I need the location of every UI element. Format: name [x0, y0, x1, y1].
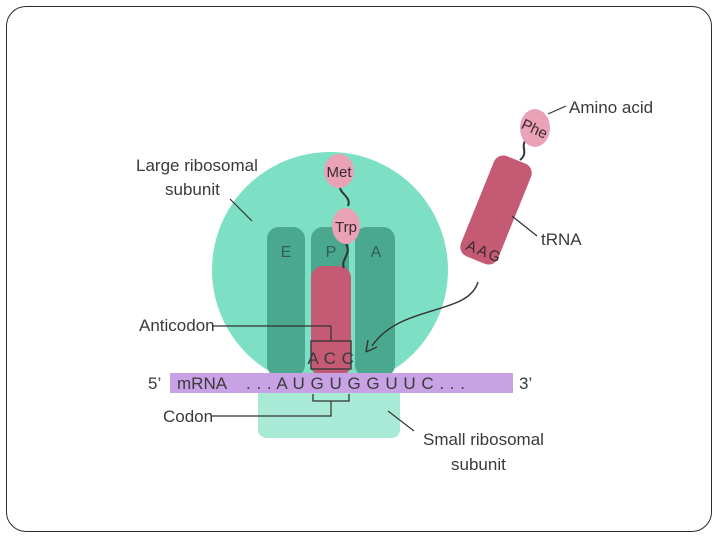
trp-amino-acid [332, 208, 360, 244]
trna-leader-line [511, 215, 538, 237]
small-ribosomal-subunit [258, 380, 400, 438]
mrna-strand [170, 373, 513, 393]
five-prime-label: 5’ [148, 374, 161, 393]
binding-arrow [371, 281, 479, 347]
met-amino-acid [324, 154, 354, 188]
phe-amino-acid [520, 109, 550, 147]
large-subunit-label-line2: subunit [165, 180, 220, 199]
e-site-channel [267, 227, 305, 377]
anticodon-label: Anticodon [139, 316, 215, 335]
large-subunit-leader-line [229, 198, 253, 222]
e-site-label: E [281, 244, 292, 261]
mrna-label: mRNA [177, 374, 228, 393]
trna-amino-link [342, 243, 349, 269]
bound-trna [311, 266, 351, 376]
a-site-label: A [371, 244, 382, 261]
incoming-trna [460, 155, 532, 265]
large-subunit-label-line1: Large ribosomal [136, 156, 258, 175]
amino-acid-leader-line [547, 105, 567, 115]
bound-anticodon: A C C [308, 349, 355, 368]
three-prime-label: 3’ [519, 374, 532, 393]
trp-label: Trp [335, 219, 357, 236]
incoming-trna-group: A A G [460, 155, 532, 266]
trna-label: tRNA [541, 230, 582, 249]
small-subunit-label-line2: subunit [451, 455, 506, 474]
amino-acid-label: Amino acid [569, 98, 653, 117]
met-label: Met [326, 164, 352, 181]
p-site-label: P [326, 244, 337, 261]
mrna-sequence: . . . A U G U G G U U C . . . [246, 374, 465, 393]
small-subunit-label-line1: Small ribosomal [423, 430, 544, 449]
binding-arrowhead [365, 339, 378, 353]
small-subunit-leader-line [387, 410, 415, 432]
a-site-channel [355, 227, 395, 377]
codon-label: Codon [163, 407, 213, 426]
codon-leader-line [212, 401, 332, 417]
